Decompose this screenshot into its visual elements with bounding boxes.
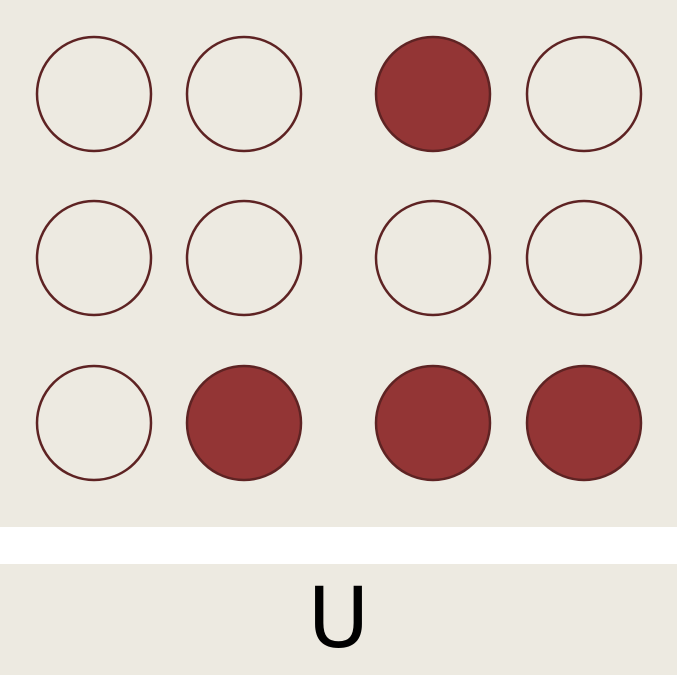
flat-dot-cell2-r2-c2 — [525, 199, 643, 317]
flat-dot-cell1-r1-c2 — [185, 35, 303, 153]
label-panel: U — [0, 564, 677, 675]
raised-dot-cell2-r3-c1 — [374, 364, 492, 482]
braille-cells — [35, 35, 643, 482]
raised-dot-cell2-r1-c1 — [374, 35, 492, 153]
flat-dot-cell1-r2-c2 — [185, 199, 303, 317]
braille-dots-panel — [0, 0, 677, 527]
braille-letter-label: U — [307, 568, 370, 667]
flat-dot-cell1-r3-c1 — [35, 364, 153, 482]
braille-dot-grid — [35, 35, 643, 482]
raised-dot-cell2-r3-c2 — [525, 364, 643, 482]
braille-cell-1 — [35, 35, 303, 482]
flat-dot-cell2-r1-c2 — [525, 35, 643, 153]
braille-cell-2 — [374, 35, 643, 482]
flat-dot-cell2-r2-c1 — [374, 199, 492, 317]
flat-dot-cell1-r2-c1 — [35, 199, 153, 317]
raised-dot-cell1-r3-c2 — [185, 364, 303, 482]
flat-dot-cell1-r1-c1 — [35, 35, 153, 153]
